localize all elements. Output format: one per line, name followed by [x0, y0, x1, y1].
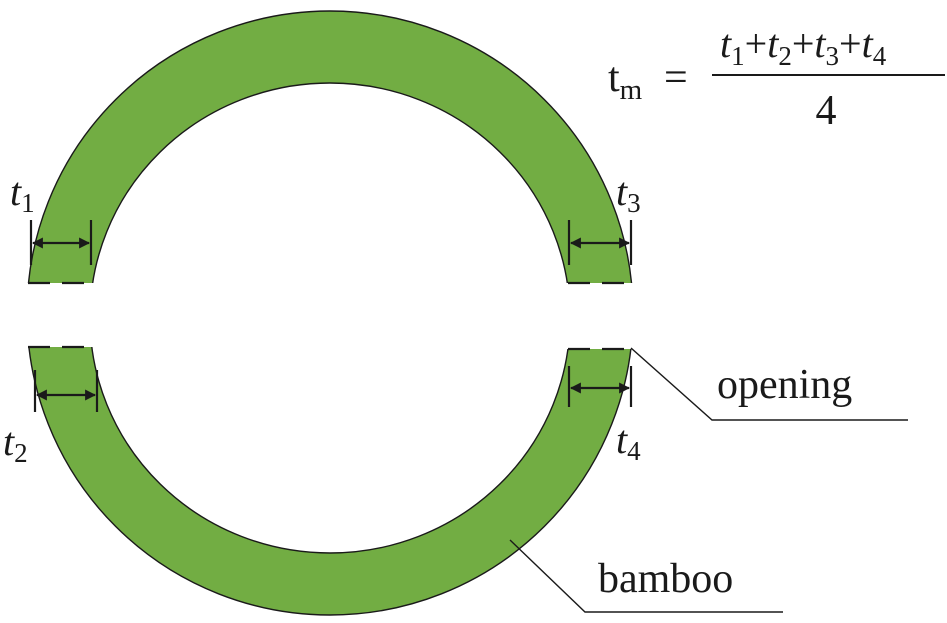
dimension-t3	[567, 220, 633, 265]
opening-leader-line	[630, 347, 908, 421]
mean-thickness-formula: tm = t1+t2+t3+t4 4	[608, 21, 945, 134]
formula-denominator: 4	[816, 88, 837, 134]
bamboo-label: bamboo	[598, 556, 733, 602]
bamboo-leader-line	[509, 539, 783, 613]
dimension-t4	[567, 366, 633, 407]
formula-numerator: t1+t2+t3+t4	[720, 21, 887, 71]
dimension-t2	[33, 370, 99, 412]
opening-label: opening	[717, 362, 852, 408]
formula-equals: =	[664, 55, 688, 101]
formula-lhs: tm	[608, 55, 643, 106]
dimension-t1	[29, 220, 93, 265]
bamboo-ring	[26, 10, 634, 616]
label-t1: t1	[10, 169, 35, 218]
label-t3: t3	[616, 169, 641, 218]
label-t2: t2	[3, 419, 28, 468]
opening-left	[26, 283, 94, 347]
opening-right	[566, 283, 634, 349]
label-t4: t4	[616, 417, 641, 466]
